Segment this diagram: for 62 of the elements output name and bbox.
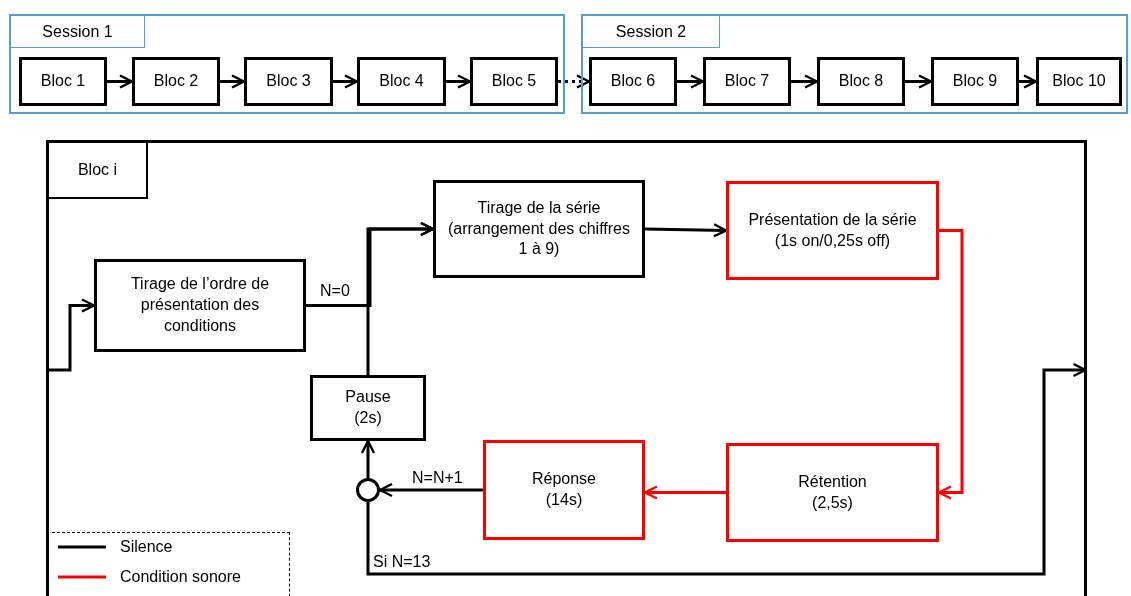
box-text: Présentation de la série bbox=[748, 209, 917, 230]
box-text: Rétention bbox=[798, 471, 867, 492]
arrow bbox=[47, 298, 96, 372]
box-text: Pause bbox=[345, 387, 391, 408]
box-text: Bloc 3 bbox=[266, 71, 311, 92]
box-text: Bloc 7 bbox=[724, 71, 770, 92]
process-box bbox=[483, 440, 645, 540]
arrow bbox=[333, 74, 359, 89]
process-box bbox=[703, 57, 791, 106]
box-text: Bloc 9 bbox=[952, 71, 998, 92]
junction-circle bbox=[356, 478, 380, 502]
process-box bbox=[433, 180, 645, 278]
process-box bbox=[357, 57, 446, 106]
box-text: (1s on/0,25s off) bbox=[774, 230, 891, 251]
box-text: (14s) bbox=[545, 490, 583, 510]
arrow bbox=[378, 482, 483, 498]
process-box bbox=[470, 57, 558, 106]
arrow bbox=[937, 229, 964, 500]
process-box bbox=[726, 181, 939, 280]
legend-label: Condition sonore bbox=[120, 568, 241, 586]
arrow bbox=[644, 223, 728, 238]
box-text: Tirage de l’ordre de présentation des conditions bbox=[129, 274, 271, 336]
process-box bbox=[310, 375, 426, 441]
arrow bbox=[107, 74, 134, 89]
block-frame bbox=[46, 140, 1087, 596]
process-box bbox=[589, 57, 677, 106]
box-text: (2,5s) bbox=[812, 492, 853, 513]
box-text: Tirage de la série (arrangement des chiffres 1 à 9) bbox=[447, 197, 631, 260]
arrow bbox=[791, 74, 819, 89]
process-box bbox=[244, 57, 333, 106]
tab-label: Session 2 bbox=[583, 16, 720, 48]
box-text: Bloc 1 bbox=[40, 71, 86, 92]
process-box bbox=[931, 57, 1019, 106]
process-box bbox=[19, 57, 107, 106]
process-box bbox=[132, 57, 220, 106]
arrow bbox=[360, 439, 376, 478]
arrow bbox=[220, 74, 246, 89]
arrow bbox=[446, 74, 472, 89]
process-box bbox=[726, 443, 939, 542]
arrow bbox=[1019, 74, 1038, 89]
process-box bbox=[1036, 57, 1122, 106]
arrow bbox=[366, 221, 435, 375]
arrow bbox=[643, 485, 726, 500]
box-text: Bloc 2 bbox=[153, 71, 199, 92]
box-text: (2s) bbox=[354, 408, 382, 428]
tab-label: Session 1 bbox=[11, 16, 145, 48]
legend-label: Silence bbox=[120, 538, 173, 556]
session-frame bbox=[9, 14, 565, 114]
arrow bbox=[558, 74, 591, 89]
process-box bbox=[94, 259, 306, 352]
arrow bbox=[677, 74, 705, 89]
arrow bbox=[905, 74, 933, 89]
session-frame bbox=[581, 14, 1128, 114]
box-text: Réponse bbox=[531, 469, 596, 490]
box-text: Bloc 4 bbox=[379, 71, 424, 92]
arrow bbox=[366, 362, 1087, 576]
tab-label: Bloc i bbox=[49, 143, 148, 199]
process-box bbox=[817, 57, 905, 106]
box-text: Bloc 8 bbox=[838, 71, 884, 92]
box-text: Bloc 6 bbox=[610, 71, 656, 92]
box-text: Bloc 10 bbox=[1052, 71, 1106, 92]
box-text: Bloc 5 bbox=[491, 71, 537, 92]
